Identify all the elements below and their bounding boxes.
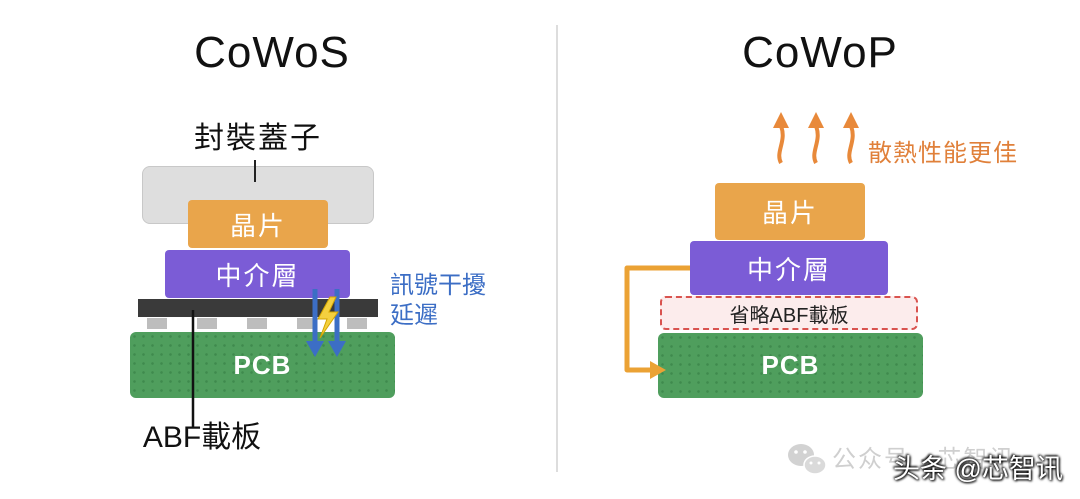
wechat-icon <box>788 444 827 475</box>
cowop-title: CoWoP <box>742 28 898 77</box>
abf-substrate <box>138 299 378 317</box>
omitted-substrate-label: 省略ABF載板 <box>729 304 849 327</box>
heat-arrow-icon <box>843 112 859 164</box>
cowos-pcb-label: PCB <box>233 349 292 380</box>
substrate-label: ABF載板 <box>142 421 262 454</box>
heat-arrow-icon <box>808 112 824 164</box>
cowos-title: CoWoS <box>194 28 350 77</box>
solder-bump <box>347 318 367 329</box>
watermark-source: 公众号 · 芯智讯 <box>832 446 1016 473</box>
issue-line-delay: 延遲 <box>390 302 438 329</box>
cowos-chip-label: 晶片 <box>229 210 286 241</box>
solder-bump <box>297 318 317 329</box>
issue-line-signal: 訊號干擾 <box>390 272 486 299</box>
omitted-substrate: 省略ABF載板 <box>660 296 918 330</box>
cowop-pcb: PCB <box>658 333 923 398</box>
solder-bump <box>197 318 217 329</box>
heat-label: 散熱性能更佳 <box>868 140 1018 167</box>
cowop-interposer: 中介層 <box>690 241 888 295</box>
cowop-pcb-label: PCB <box>761 350 820 380</box>
solder-bump <box>147 318 167 329</box>
lid-label: 封裝蓋子 <box>194 122 322 155</box>
cowos-pcb: PCB <box>130 332 395 398</box>
heat-arrow-icon <box>773 112 789 164</box>
cowop-interposer-label: 中介層 <box>746 254 831 285</box>
watermark-credit: 头条 @芯智讯 <box>893 454 1063 484</box>
cowop-chip: 晶片 <box>715 183 865 240</box>
solder-bump <box>247 318 267 329</box>
cowop-chip-label: 晶片 <box>761 198 818 228</box>
cowos-interposer: 中介層 <box>165 250 350 298</box>
cowos-chip: 晶片 <box>188 200 328 248</box>
cowos-interposer-label: 中介層 <box>215 260 300 291</box>
